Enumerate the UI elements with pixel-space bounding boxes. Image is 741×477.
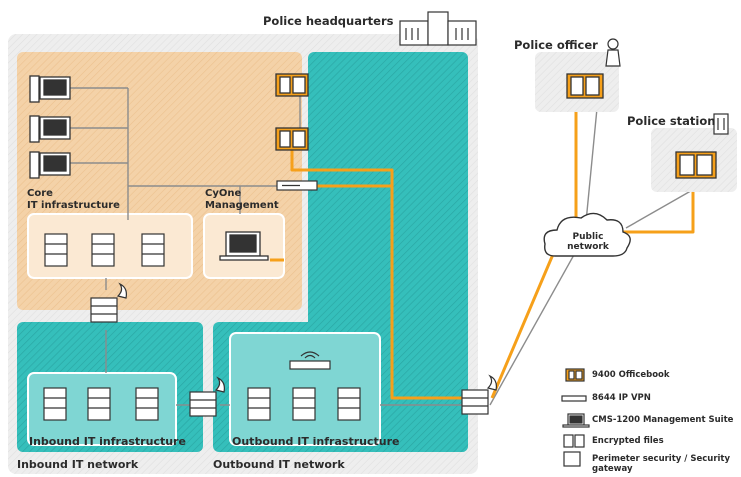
public-network-line1: Public [572,232,604,242]
headquarters-label: Police headquarters [263,14,394,28]
officebook-icon [275,73,309,151]
police-officer-icon [605,38,621,67]
management-title-line2: Management [205,200,279,211]
legend-item-officebook: 9400 Officebook [592,371,670,380]
headquarters-building-icon [399,11,477,46]
outbound-network-label: Outbound IT network [213,458,345,471]
management-title-line1: CyOne [205,188,242,199]
firewall-icon [90,282,497,417]
legend-label: 9400 Officebook [592,370,670,380]
wifi-router-icon [289,351,331,370]
legend-item-firewall: Perimeter security / Security gateway [592,454,732,474]
inbound-network-label: Inbound IT network [17,458,139,471]
inbound-infra-label: Inbound IT infrastructure [29,435,186,448]
plain-links [60,87,711,406]
legend-label: 8644 IP VPN [592,393,651,403]
legend-item-vpn: 8644 IP VPN [592,394,651,403]
officer-label: Police officer [514,38,598,52]
officebook-icon [675,151,717,179]
outbound-infra-label: Outbound IT infrastructure [232,435,400,448]
core-title-line1: Core [27,188,53,199]
legend-icons [561,368,590,467]
public-network-line2: network [567,242,609,252]
core-title-line2: IT infrastructure [27,200,120,211]
station-label: Police station [627,114,716,128]
legend-item-management: CMS-1200 Management Suite [592,416,733,425]
legend-item-encrypted: Encrypted files [592,437,664,446]
vpn-device-icon [276,180,318,191]
legend-label: Encrypted files [592,436,664,446]
management-laptop-icon [219,231,269,261]
police-station-building-icon [713,113,729,135]
server-rack-icon [43,233,361,421]
officebook-icon [566,73,604,99]
legend-label: Perimeter security / Security gateway [592,454,731,474]
legend-label: CMS-1200 Management Suite [592,415,734,425]
desktop-pc-icon [29,75,71,179]
public-network-cloud [543,212,631,257]
